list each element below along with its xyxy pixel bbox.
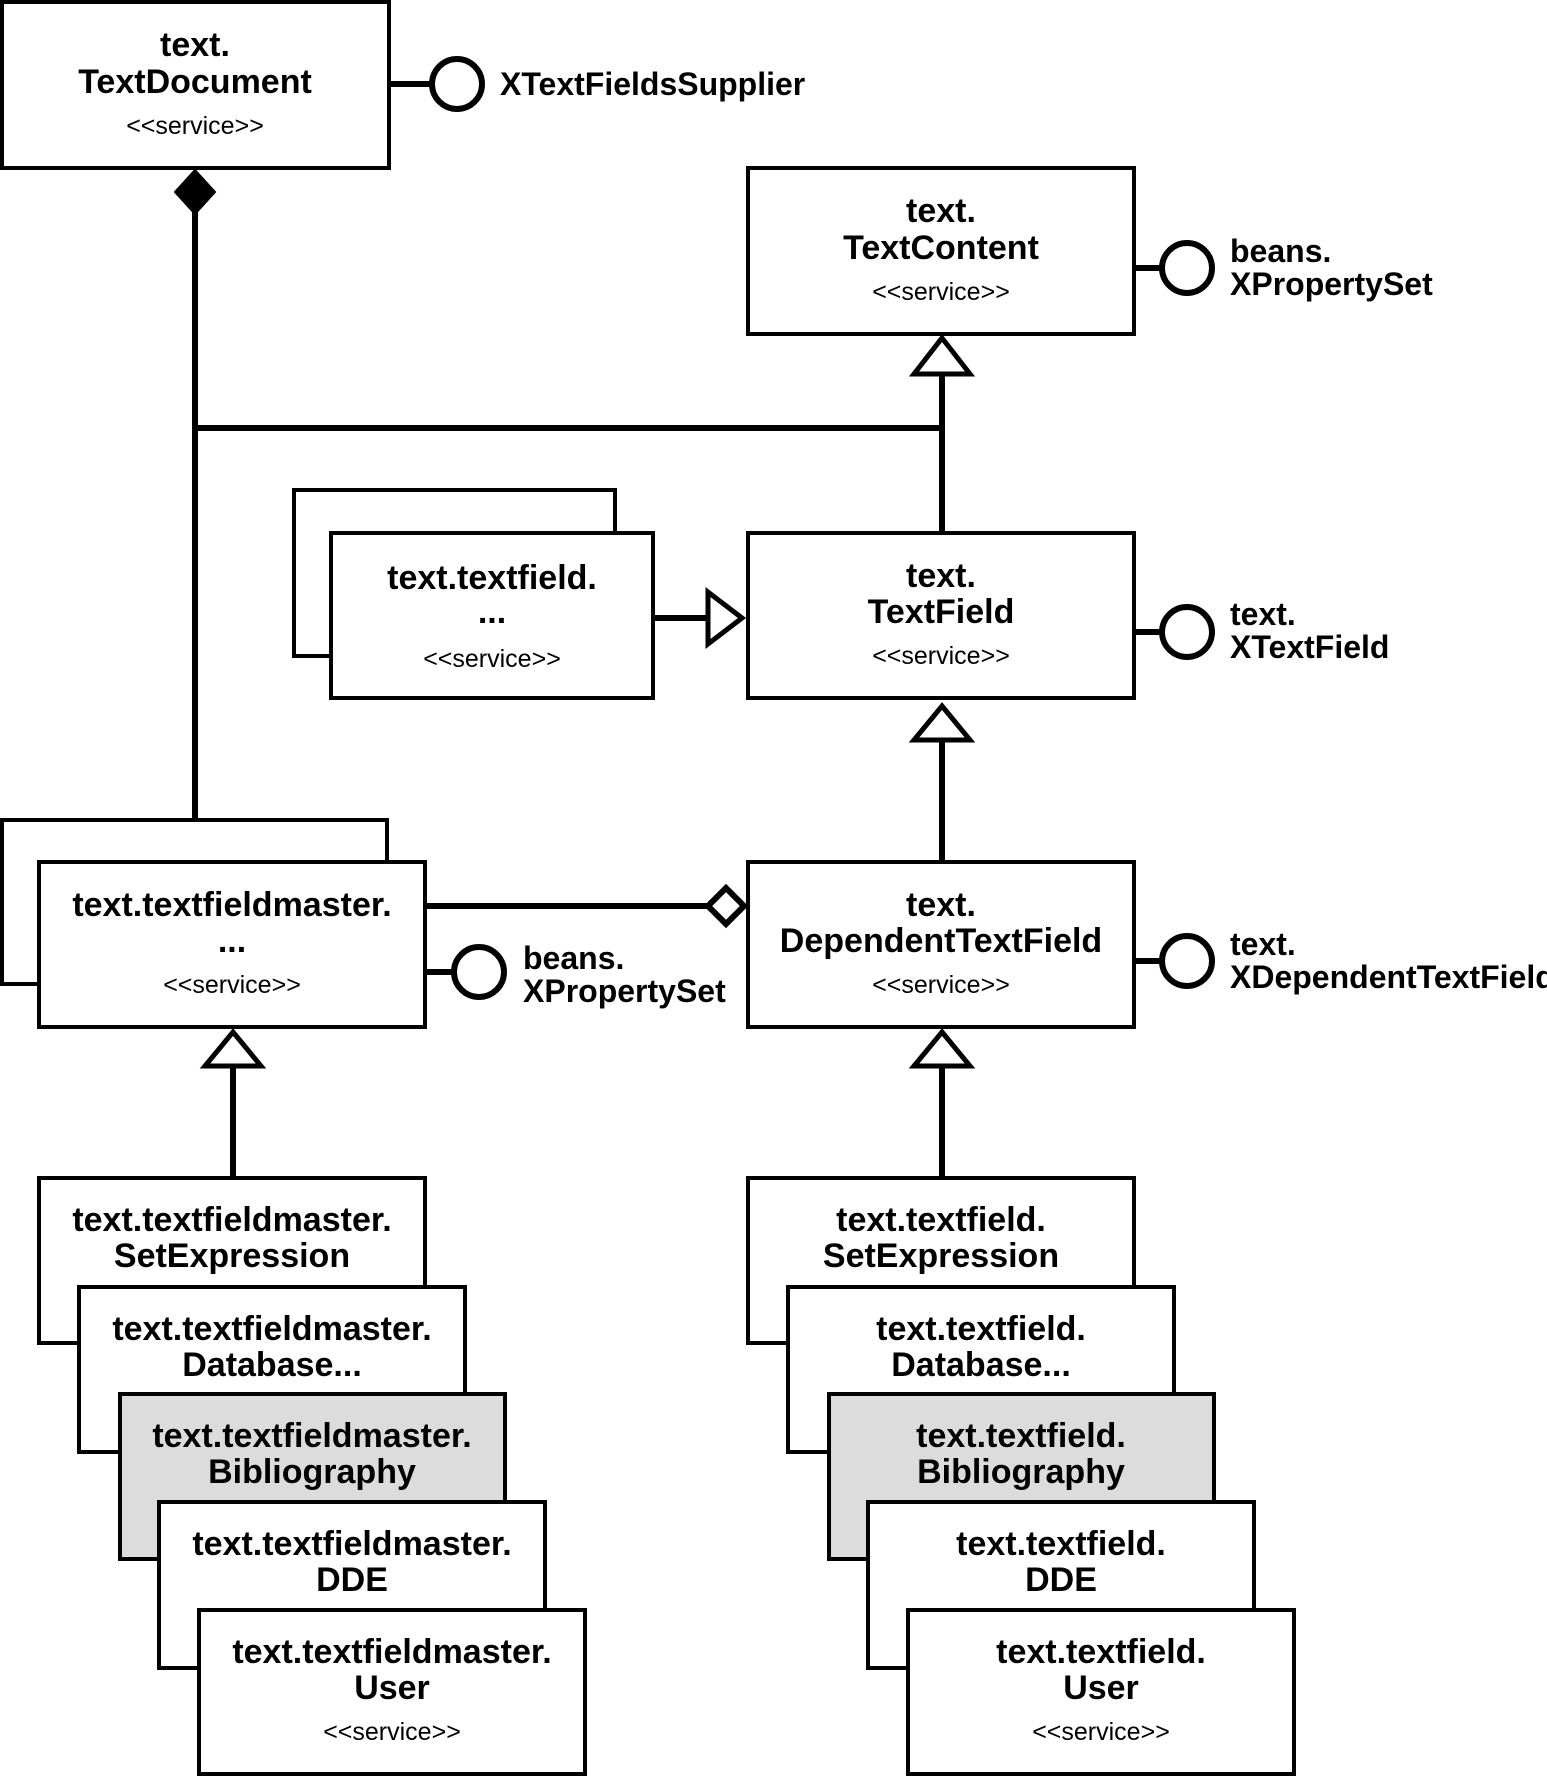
service-box-field-dde: text.textfield. DDE — [866, 1500, 1256, 1670]
interface-label-content: beans. XPropertySet — [1230, 233, 1433, 302]
service-box-text-content: text. TextContent <<service>> — [746, 166, 1136, 336]
svg-text:<<service>>: <<service>> — [323, 1718, 461, 1746]
generalization-arrow-textfield-side — [705, 586, 747, 650]
generalization-arrow-textfield — [908, 702, 976, 743]
svg-text:XTextField: XTextField — [1230, 629, 1389, 665]
svg-text:XDependentTextField: XDependentTextField — [1230, 959, 1547, 995]
svg-text:Database...: Database... — [891, 1346, 1071, 1384]
svg-text:text.textfield.: text.textfield. — [876, 1310, 1086, 1348]
service-box-dependent-text-field: text. DependentTextField <<service>> — [746, 860, 1136, 1029]
svg-text:text.textfield.: text.textfield. — [836, 1201, 1046, 1239]
service-box-textfieldmaster-generic: text.textfieldmaster. ... <<service>> — [0, 818, 427, 1029]
svg-text:TextContent: TextContent — [843, 229, 1039, 267]
svg-text:...: ... — [218, 922, 246, 960]
svg-text:text.textfieldmaster.: text.textfieldmaster. — [192, 1525, 511, 1563]
svg-text:<<service>>: <<service>> — [126, 112, 264, 140]
svg-text:text.textfieldmaster.: text.textfieldmaster. — [152, 1417, 471, 1455]
interface-label-dependent: text. XDependentTextField — [1230, 926, 1547, 995]
interface-circle-textfield — [1159, 604, 1215, 660]
svg-text:DDE: DDE — [1025, 1561, 1097, 1599]
svg-text:User: User — [1063, 1669, 1139, 1707]
svg-text:...: ... — [478, 593, 506, 631]
svg-text:<<service>>: <<service>> — [872, 278, 1010, 306]
svg-text:<<service>>: <<service>> — [872, 971, 1010, 999]
service-box-textfield-generic: text.textfield. ... <<service>> — [292, 488, 655, 700]
svg-text:text.textfield.: text.textfield. — [996, 1633, 1206, 1671]
interface-label-supplier: XTextFieldsSupplier — [500, 66, 805, 102]
interface-label-master: beans. XPropertySet — [523, 940, 726, 1009]
svg-text:<<service>>: <<service>> — [163, 971, 301, 999]
connectors — [192, 81, 1162, 1178]
interface-circle-supplier — [429, 56, 485, 112]
svg-text:text.: text. — [906, 192, 976, 230]
svg-text:Bibliography: Bibliography — [917, 1453, 1125, 1491]
interface-label-textfield: text. XTextField — [1230, 596, 1389, 665]
svg-text:beans.: beans. — [523, 940, 624, 976]
svg-text:text.textfieldmaster.: text.textfieldmaster. — [112, 1310, 431, 1348]
svg-text:XPropertySet: XPropertySet — [523, 973, 726, 1009]
textfield-stack: text.textfield. SetExpression text.textf… — [746, 1176, 1296, 1776]
service-box-master-user: text.textfieldmaster. User <<service>> — [197, 1608, 587, 1776]
textfieldmaster-stack: text.textfieldmaster. SetExpression text… — [37, 1176, 587, 1776]
svg-text:text.: text. — [906, 886, 976, 924]
svg-text:TextDocument: TextDocument — [78, 63, 312, 101]
interface-circle-master — [451, 944, 507, 1000]
svg-text:TextField: TextField — [868, 593, 1015, 631]
svg-text:XPropertySet: XPropertySet — [1230, 266, 1433, 302]
service-box-text-field: text. TextField <<service>> — [746, 531, 1136, 700]
svg-text:SetExpression: SetExpression — [823, 1237, 1059, 1275]
svg-text:beans.: beans. — [1230, 233, 1331, 269]
service-box-text-document: text. TextDocument <<service>> — [0, 0, 391, 170]
svg-text:DependentTextField: DependentTextField — [780, 922, 1102, 960]
svg-text:text.: text. — [906, 557, 976, 595]
svg-text:text.textfield.: text.textfield. — [916, 1417, 1126, 1455]
svg-text:DDE: DDE — [316, 1561, 388, 1599]
svg-text:Database...: Database... — [182, 1346, 362, 1384]
svg-text:<<service>>: <<service>> — [1032, 1718, 1170, 1746]
svg-text:text.: text. — [1230, 926, 1296, 962]
svg-text:<<service>>: <<service>> — [423, 645, 561, 673]
interface-circle-dependent — [1159, 933, 1215, 989]
svg-text:text.textfield.: text.textfield. — [387, 559, 597, 597]
interface-circle-content — [1159, 240, 1215, 296]
aggregation-diamond — [703, 883, 749, 929]
svg-text:Bibliography: Bibliography — [208, 1453, 416, 1491]
generalization-arrow-dependent — [908, 1028, 976, 1069]
generalization-arrow-textcontent — [908, 333, 976, 377]
svg-text:User: User — [354, 1669, 430, 1707]
svg-text:text.: text. — [1230, 596, 1296, 632]
svg-text:SetExpression: SetExpression — [114, 1237, 350, 1275]
svg-text:text.textfieldmaster.: text.textfieldmaster. — [232, 1633, 551, 1671]
generalization-arrow-master — [199, 1028, 267, 1069]
svg-text:<<service>>: <<service>> — [872, 642, 1010, 670]
svg-text:text.: text. — [160, 26, 230, 64]
svg-text:text.textfieldmaster.: text.textfieldmaster. — [72, 886, 391, 924]
service-box-field-user: text.textfield. User <<service>> — [906, 1608, 1296, 1776]
composition-diamond — [173, 168, 217, 216]
svg-text:text.textfieldmaster.: text.textfieldmaster. — [72, 1201, 391, 1239]
svg-text:text.textfield.: text.textfield. — [956, 1525, 1166, 1563]
